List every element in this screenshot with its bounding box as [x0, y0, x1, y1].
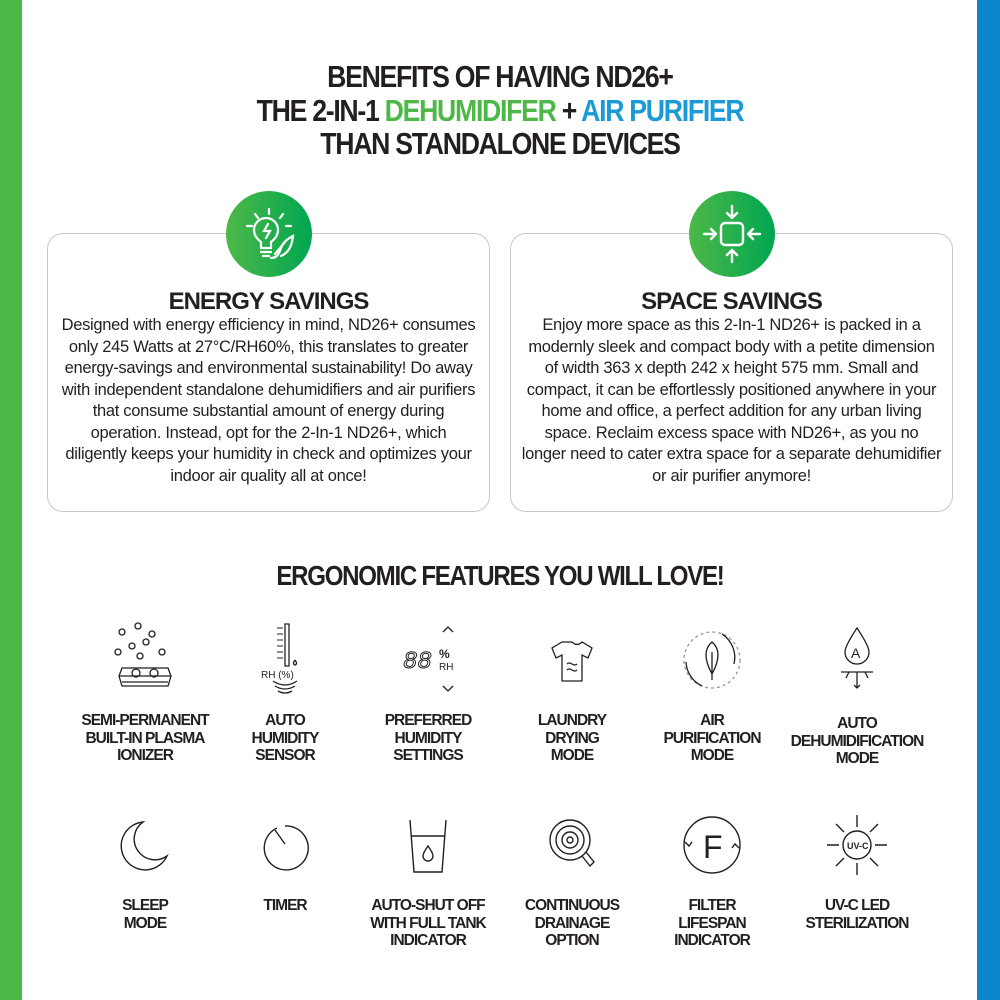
timer-icon	[210, 805, 360, 885]
feature-label: SLEEP MODE	[122, 897, 169, 932]
svg-text:A: A	[851, 645, 861, 661]
compress-square-icon	[688, 191, 775, 277]
full-tank-icon	[353, 805, 503, 885]
feature-filter-lifespan: F FILTER LIFESPAN INDICATOR	[637, 805, 787, 950]
right-blue-stripe	[977, 0, 1000, 1000]
feature-auto-dehumidification: A AUTO DEHUMIDIFICATION MODE	[782, 620, 932, 768]
feature-label: FILTER LIFESPAN INDICATOR	[674, 897, 751, 949]
svg-text:RH (%): RH (%)	[261, 670, 294, 681]
feature-preferred-humidity: 88%RH PREFERRED HUMIDITY SETTINGS	[353, 620, 503, 765]
uvc-led-icon: UV-C	[782, 805, 932, 885]
feature-label: UV-C LED STERILIZATION	[805, 897, 910, 932]
feature-continuous-drainage: CONTINUOUS DRAINAGE OPTION	[497, 805, 647, 950]
features-heading-text: ERGONOMIC FEATURES YOU WILL LOVE!	[276, 560, 724, 591]
svg-text:UV-C: UV-C	[847, 841, 869, 851]
feature-plasma-ionizer: SEMI-PERMANENT BUILT-IN PLASMA IONIZER	[70, 620, 220, 765]
title-line-2: THE 2-IN-1 DEHUMIDIFER + AIR PURIFIER	[256, 92, 745, 128]
feature-label: AUTO DEHUMIDIFICATION MODE	[790, 715, 925, 767]
feature-uvc-led: UV-C UV-C LED STERILIZATION	[782, 805, 932, 932]
space-savings-card: SPACE SAVINGS Enjoy more space as this 2…	[510, 191, 953, 512]
title-plus: +	[555, 92, 582, 128]
card-heading: SPACE SAVINGS	[641, 288, 823, 315]
title-line-1: BENEFITS OF HAVING ND26+	[327, 59, 674, 94]
card-body: Enjoy more space as this 2-In-1 ND26+ is…	[521, 316, 942, 485]
features-heading: ERGONOMIC FEATURES YOU WILL LOVE!	[0, 560, 1000, 592]
title-dehumidifier: DEHUMIDIFER	[384, 92, 557, 128]
lightbulb-leaf-icon	[225, 191, 312, 277]
feature-label: SEMI-PERMANENT BUILT-IN PLASMA IONIZER	[81, 712, 209, 764]
feature-label: PREFERRED HUMIDITY SETTINGS	[384, 712, 473, 764]
humidity-display-icon: 88%RH	[353, 620, 503, 700]
title-prefix: THE 2-IN-1	[256, 92, 385, 128]
feature-air-purification: AIR PURIFICATION MODE	[637, 620, 787, 765]
title-line-3: THAN STANDALONE DEVICES	[320, 126, 681, 161]
svg-text:F: F	[703, 829, 723, 865]
feature-sleep-mode: SLEEP MODE	[70, 805, 220, 932]
card-body: Designed with energy efficiency in mind,…	[61, 316, 476, 485]
feature-label: AUTO-SHUT OFF WITH FULL TANK INDICATOR	[370, 897, 486, 949]
page-title: BENEFITS OF HAVING ND26+ THE 2-IN-1 DEHU…	[0, 60, 1000, 161]
feature-label: AIR PURIFICATION MODE	[663, 712, 761, 764]
filter-icon: F	[637, 805, 787, 885]
svg-text:%: %	[439, 647, 450, 661]
feature-label: TIMER	[263, 897, 307, 914]
drain-hose-icon	[497, 805, 647, 885]
feature-timer: TIMER	[210, 805, 360, 915]
moon-icon	[70, 805, 220, 885]
plasma-ionizer-icon	[70, 620, 220, 700]
leaf-cycle-icon	[637, 620, 787, 700]
title-air-purifier: AIR PURIFIER	[581, 92, 745, 128]
feature-humidity-sensor: RH (%) AUTO HUMIDITY SENSOR	[210, 620, 360, 765]
humidity-sensor-icon: RH (%)	[210, 620, 360, 700]
auto-drop-icon: A	[782, 620, 932, 700]
svg-text:88: 88	[403, 649, 432, 676]
feature-label: LAUNDRY DRYING MODE	[537, 712, 607, 764]
tshirt-icon	[497, 620, 647, 700]
feature-full-tank: AUTO-SHUT OFF WITH FULL TANK INDICATOR	[353, 805, 503, 950]
left-green-stripe	[0, 0, 22, 1000]
svg-text:RH: RH	[439, 662, 453, 673]
card-heading: ENERGY SAVINGS	[168, 288, 370, 315]
feature-label: CONTINUOUS DRAINAGE OPTION	[524, 897, 620, 949]
energy-savings-card: ENERGY SAVINGS Designed with energy effi…	[47, 191, 490, 512]
feature-label: AUTO HUMIDITY SENSOR	[251, 712, 320, 764]
feature-laundry-drying: LAUNDRY DRYING MODE	[497, 620, 647, 765]
